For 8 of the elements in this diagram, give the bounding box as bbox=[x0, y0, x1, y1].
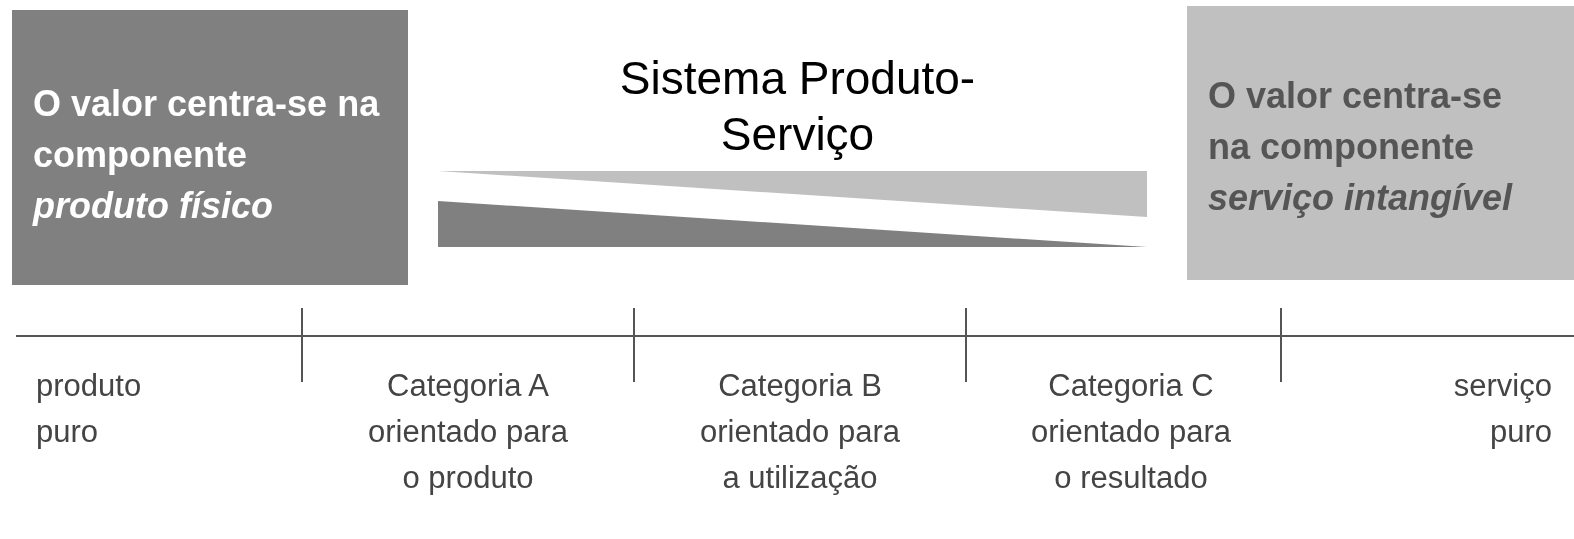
category-label: Categoria A orientado para o produto bbox=[368, 367, 568, 497]
spectrum-end-label: serviço puro bbox=[1452, 367, 1552, 451]
spectrum-end-label: produto puro bbox=[36, 367, 143, 451]
value-box: O valor centra-se na componente produto físico bbox=[12, 10, 408, 285]
category-label: Categoria B orientado para a utilização bbox=[700, 367, 900, 497]
category-label: Categoria C orientado para o resultado bbox=[1031, 367, 1231, 497]
value-box: O valor centra-se na componente serviço intangível bbox=[1187, 6, 1574, 280]
diagram-title: Sistema Produto-Serviço bbox=[618, 51, 977, 162]
